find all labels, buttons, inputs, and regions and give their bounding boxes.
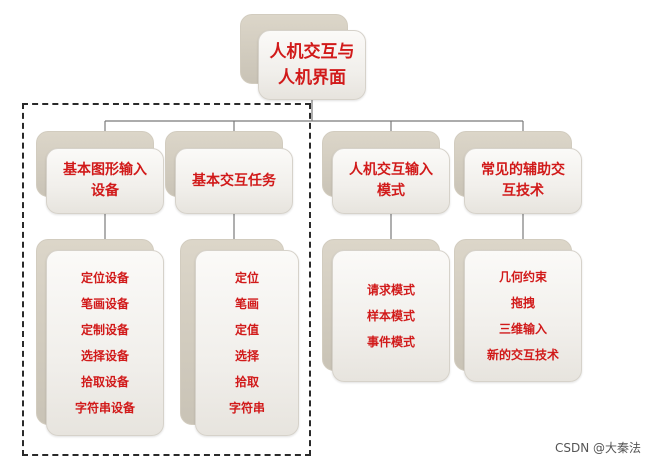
item-list-node-3-text-3: 新的交互技术 <box>486 348 559 362</box>
root-node-card: 人机交互与人机界面 <box>258 30 366 100</box>
item-list-node-0-text-5: 字符串设备 <box>74 401 135 415</box>
item-list-node-2-text-1: 样本模式 <box>366 309 415 323</box>
item-list-node-3-text-1: 拖拽 <box>510 296 535 310</box>
category-node-3-text-1: 互技术 <box>502 183 544 199</box>
item-list-node-0-text-3: 选择设备 <box>80 349 129 363</box>
item-list-node-0-text-4: 拾取设备 <box>80 375 129 389</box>
category-node-1-text-0: 基本交互任务 <box>192 172 276 189</box>
category-node-0-card: 基本图形输入设备 <box>46 148 164 214</box>
item-list-node-2-text-2: 事件模式 <box>366 335 415 349</box>
category-node-2-text-1: 模式 <box>377 183 405 199</box>
item-list-node-1-text-0: 定位 <box>234 271 259 285</box>
category-node-0-text-0: 基本图形输入 <box>63 162 147 178</box>
item-list-node-1-text-5: 字符串 <box>228 401 265 415</box>
category-node-0-text-1: 设备 <box>91 183 119 199</box>
item-list-node-3-text-2: 三维输入 <box>498 322 547 336</box>
item-list-node-2-text-0: 请求模式 <box>366 283 415 297</box>
category-node-2-text-0: 人机交互输入 <box>349 162 433 178</box>
item-list-node-1-text-1: 笔画 <box>234 297 259 311</box>
watermark: CSDN @大秦法 <box>554 441 641 455</box>
item-list-node-0-text-0: 定位设备 <box>80 271 129 285</box>
root-node-text-0: 人机交互与 <box>269 42 355 62</box>
item-list-node-3-text-0: 几何约束 <box>498 270 547 284</box>
category-node-2-card: 人机交互输入模式 <box>332 148 450 214</box>
dashed-group-frame <box>22 103 311 456</box>
category-node-3-text-0: 常见的辅助交 <box>481 162 565 178</box>
category-node-1-card: 基本交互任务 <box>175 148 293 214</box>
item-list-node-0-text-1: 笔画设备 <box>80 297 129 311</box>
category-node-3-card: 常见的辅助交互技术 <box>464 148 582 214</box>
item-list-node-1-text-2: 定值 <box>234 323 259 337</box>
item-list-node-1-text-3: 选择 <box>234 349 259 363</box>
item-list-node-0-card: 定位设备笔画设备定制设备选择设备拾取设备字符串设备 <box>46 250 164 436</box>
root-node-text-1: 人机界面 <box>278 68 346 88</box>
item-list-node-0-text-2: 定制设备 <box>80 323 129 337</box>
item-list-node-1-text-4: 拾取 <box>234 375 259 389</box>
item-list-node-2-card: 请求模式样本模式事件模式 <box>332 250 450 382</box>
item-list-node-1-card: 定位笔画定值选择拾取字符串 <box>195 250 299 436</box>
item-list-node-3-card: 几何约束拖拽三维输入新的交互技术 <box>464 250 582 382</box>
